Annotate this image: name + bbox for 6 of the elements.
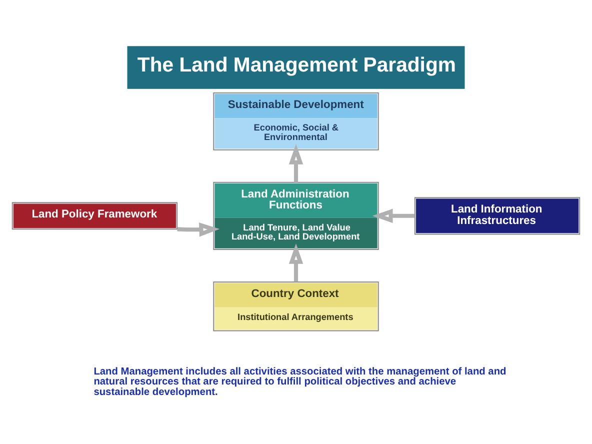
caption: Land Management includes all activities associated with the management of land and natural resources that are required to fulfill political objectives and achieve sustainable development. — [94, 366, 506, 398]
arrow — [177, 222, 220, 237]
arrow — [288, 244, 304, 282]
arrow — [372, 208, 415, 224]
diagram-title: The Land Management Paradigm — [137, 54, 456, 77]
arrow — [288, 144, 304, 182]
